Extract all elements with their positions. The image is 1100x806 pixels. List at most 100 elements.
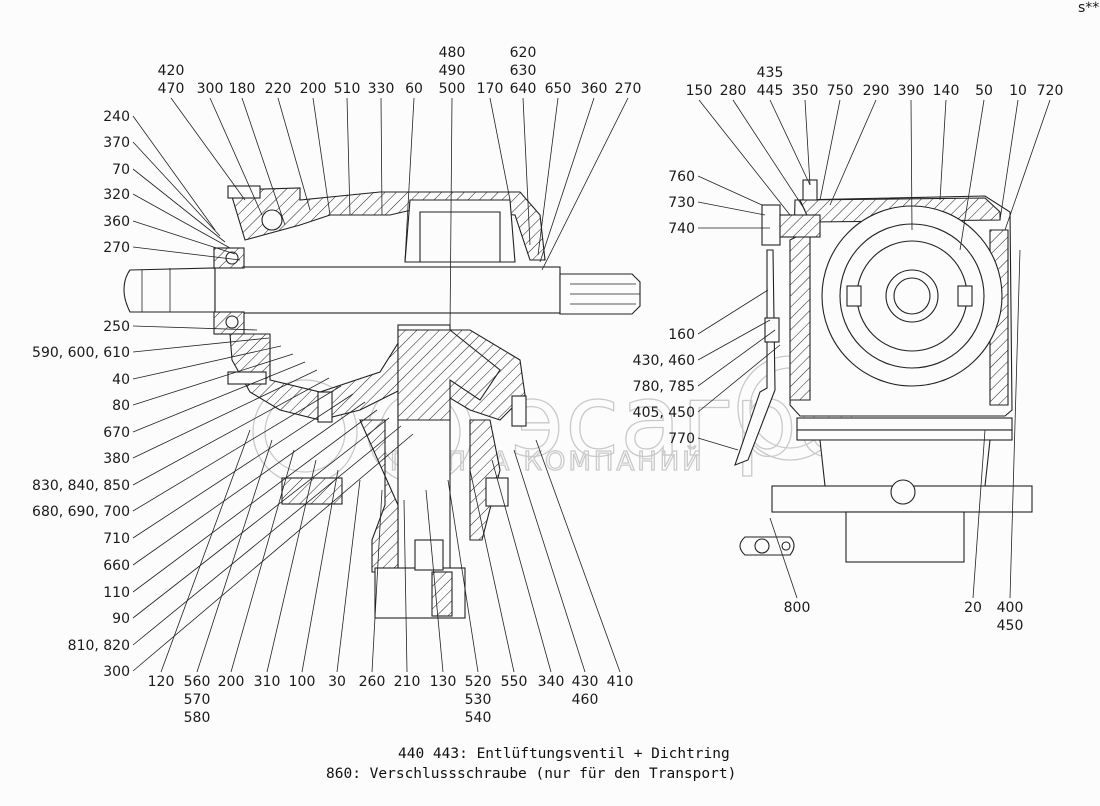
leader-line [209, 97, 263, 216]
leader-line [829, 99, 877, 206]
callout-label: 620 [510, 45, 537, 61]
leader-line [132, 345, 282, 380]
leader-line [697, 344, 781, 413]
leader-line [132, 337, 270, 353]
callout-label: 510 [334, 81, 361, 97]
callout-label: 240 [103, 109, 130, 125]
leader-line [489, 97, 511, 201]
callout-label: 70 [112, 162, 130, 178]
leader-line [732, 99, 806, 211]
leader-line [132, 369, 318, 459]
leader-line [539, 97, 595, 263]
main-shaft [214, 266, 561, 314]
callout-label: 260 [359, 674, 386, 690]
callout-label: 290 [863, 83, 890, 99]
callout-label: 280 [720, 83, 747, 99]
callout-label: 405, 450 [633, 405, 695, 421]
leader-line [312, 97, 331, 216]
callout-label: 750 [827, 83, 854, 99]
leader-line [469, 469, 515, 673]
leader-line [301, 469, 339, 673]
callout-label: 445 [757, 83, 784, 99]
callout-label: 370 [103, 135, 130, 151]
callout-label: 10 [1009, 83, 1027, 99]
leader-line [132, 433, 414, 672]
callout-label: 780, 785 [633, 379, 695, 395]
leader-line [769, 99, 811, 186]
callout-label: 270 [103, 240, 130, 256]
callout-label: 220 [265, 81, 292, 97]
callout-label: 770 [668, 431, 695, 447]
callout-label: 60 [405, 81, 423, 97]
lower-housing [359, 419, 399, 573]
callout-label: 520 [465, 674, 492, 690]
callout-label: 340 [538, 674, 565, 690]
callout-label: 640 [510, 81, 537, 97]
leader-line [804, 99, 811, 186]
leader-lines [132, 97, 1051, 673]
callout-label: 710 [103, 531, 130, 547]
callout-label: 270 [615, 81, 642, 97]
callout-label: 360 [103, 214, 130, 230]
leader-line [491, 459, 552, 673]
callout-label: 830, 840, 850 [32, 478, 130, 494]
leader-line [132, 385, 342, 512]
leader-line [380, 97, 383, 216]
callout-label: 350 [792, 83, 819, 99]
callout-label: 380 [103, 451, 130, 467]
leader-line [403, 499, 408, 673]
leader-line [1009, 249, 1021, 599]
leader-line [959, 99, 985, 251]
leader-line [132, 220, 236, 255]
callout-label: 50 [975, 83, 993, 99]
callout-label: 470 [158, 81, 185, 97]
callout-label: 400 [997, 600, 1024, 616]
callout-label: 140 [933, 83, 960, 99]
leader-line [449, 97, 453, 331]
leader-line [999, 99, 1019, 221]
callout-label: 420 [158, 63, 185, 79]
callout-label: 500 [439, 81, 466, 97]
leader-line [697, 437, 739, 451]
leader-line [404, 97, 415, 261]
callout-label: 670 [103, 425, 130, 441]
callout-label: 320 [103, 187, 130, 203]
input-shaft-stub [123, 267, 216, 313]
callout-label: 310 [254, 674, 281, 690]
leader-line [230, 449, 295, 673]
leader-line [132, 353, 294, 406]
leader-line [819, 99, 841, 201]
leader-line [132, 325, 258, 331]
leader-line [939, 99, 947, 201]
leader-line [160, 429, 251, 673]
callout-label: 30 [328, 674, 346, 690]
callout-label: 300 [197, 81, 224, 97]
leader-line [336, 479, 361, 673]
callout-label: 460 [572, 692, 599, 708]
callout-label: 130 [430, 674, 457, 690]
callout-label: 300 [103, 664, 130, 680]
leader-line [266, 459, 317, 673]
leader-line [535, 439, 621, 673]
note-transport-plug: 860: Verschlussschraube (nur für den Tra… [326, 766, 737, 782]
callout-label: 90 [112, 611, 130, 627]
callout-label: 740 [668, 221, 695, 237]
leader-line [698, 99, 791, 216]
callout-label: 435 [757, 65, 784, 81]
leader-line [132, 141, 221, 237]
callout-label: 80 [112, 398, 130, 414]
callout-label: 530 [465, 692, 492, 708]
callout-label: 430, 460 [633, 353, 695, 369]
callout-label: 160 [668, 327, 695, 343]
callout-label: 810, 820 [68, 638, 130, 654]
corner-mark: s** ooo [1078, 0, 1100, 16]
callout-label: 200 [218, 674, 245, 690]
callout-label: 720 [1037, 83, 1064, 99]
callout-label: 560 [184, 674, 211, 690]
callout-label: 150 [686, 83, 713, 99]
callout-label: 170 [477, 81, 504, 97]
leader-line [697, 201, 766, 216]
callout-label: 490 [439, 63, 466, 79]
callout-label: 330 [368, 81, 395, 97]
